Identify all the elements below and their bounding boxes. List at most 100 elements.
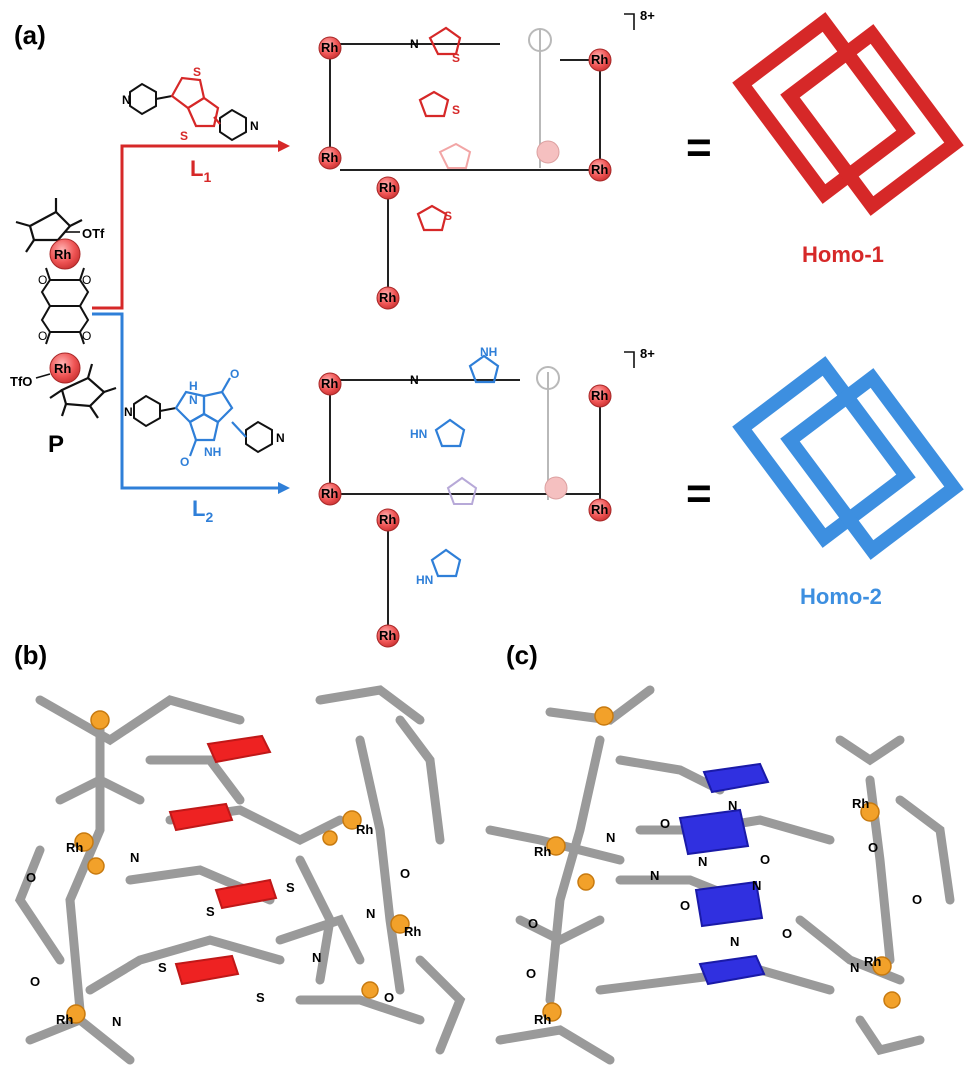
crystal-b-s-2: S bbox=[206, 904, 215, 919]
rh-atom-top bbox=[49, 238, 81, 270]
svg-text:Rh: Rh bbox=[379, 628, 396, 643]
svg-text:Rh: Rh bbox=[379, 180, 396, 195]
precursor-label: P bbox=[48, 431, 64, 458]
svg-text:Rh: Rh bbox=[591, 52, 608, 67]
homo1-s-label-2: S bbox=[452, 103, 460, 117]
l2-nh-bottom: NH bbox=[204, 445, 221, 459]
l1-sulfur-top: S bbox=[193, 65, 201, 79]
crystal-c-n-1: N bbox=[606, 830, 615, 845]
crystal-b-o-2: O bbox=[30, 974, 40, 989]
homo1-n-label: N bbox=[410, 37, 419, 51]
crystal-c-o-5: O bbox=[528, 916, 538, 931]
l1-pyridine-n-left: N bbox=[122, 93, 131, 107]
svg-text:Rh: Rh bbox=[379, 512, 396, 527]
crystal-b-o-3: O bbox=[400, 866, 410, 881]
crystal-b-rh-3: Rh bbox=[404, 924, 421, 939]
crystal-c-o-2: O bbox=[760, 852, 770, 867]
panel-a-label: (a) bbox=[14, 20, 46, 50]
l2-pyridine-n-right: N bbox=[276, 431, 285, 445]
product-homo2-structure: Rh Rh Rh Rh Rh Rh N NH HN HN 8+ bbox=[318, 345, 655, 648]
precursor-o-2: O bbox=[82, 273, 91, 287]
equals-bottom: = bbox=[686, 469, 712, 518]
crystal-c-n-5: N bbox=[752, 878, 761, 893]
ligand-L2-structure: N H N O O NH N L2 bbox=[124, 367, 285, 525]
crystal-c-o-3: O bbox=[680, 898, 690, 913]
precursor-o-3: O bbox=[38, 329, 47, 343]
homo1-label: Homo-1 bbox=[802, 242, 884, 267]
crystal-b-o-4: O bbox=[384, 990, 394, 1005]
homo1-charge: 8+ bbox=[640, 8, 655, 23]
reaction-arrow-L2 bbox=[92, 312, 290, 494]
otf-label: OTf bbox=[82, 226, 105, 241]
l1-sulfur-bottom: S bbox=[180, 129, 188, 143]
svg-text:Rh: Rh bbox=[591, 502, 608, 517]
crystal-b-rh-2: Rh bbox=[356, 822, 373, 837]
homo2-label: Homo-2 bbox=[800, 584, 882, 609]
svg-text:Rh: Rh bbox=[321, 486, 338, 501]
rh-label-top: Rh bbox=[54, 247, 71, 262]
l2-o-bottom: O bbox=[180, 455, 189, 469]
panel-b-label: (b) bbox=[14, 640, 47, 670]
crystal-c-rh-3: Rh bbox=[864, 954, 881, 969]
crystal-b-rh-1: Rh bbox=[66, 840, 83, 855]
reaction-arrow-L1 bbox=[92, 140, 290, 310]
crystal-structure-b: Rh Rh Rh Rh N N N N O O O O S S S S bbox=[14, 685, 466, 1065]
crystal-b-s-4: S bbox=[256, 990, 265, 1005]
crystal-c-rh-atoms bbox=[542, 706, 901, 1022]
crystal-c-rh-2: Rh bbox=[852, 796, 869, 811]
l2-nh-top-h: H bbox=[189, 379, 198, 393]
crystal-c-o-1: O bbox=[660, 816, 670, 831]
crystal-c-n-7: N bbox=[850, 960, 859, 975]
ligand-L1-label: L1 bbox=[190, 156, 211, 185]
crystal-b-highlight bbox=[168, 734, 278, 986]
svg-text:Rh: Rh bbox=[321, 376, 338, 391]
rh-label-bottom: Rh bbox=[54, 361, 71, 376]
svg-text:Rh: Rh bbox=[591, 162, 608, 177]
crystal-c-o-6: O bbox=[526, 966, 536, 981]
homo2-hn-label-2: HN bbox=[416, 573, 433, 587]
precursor-o-4: O bbox=[82, 329, 91, 343]
crystal-b-n-2: N bbox=[366, 906, 375, 921]
l2-o-top: O bbox=[230, 367, 239, 381]
crystal-b-s-3: S bbox=[158, 960, 167, 975]
l2-pyridine-n-left: N bbox=[124, 405, 133, 419]
tfo-label: TfO bbox=[10, 374, 32, 389]
homo2-schematic bbox=[732, 356, 964, 560]
precursor-bridge bbox=[40, 267, 90, 345]
svg-text:Rh: Rh bbox=[321, 150, 338, 165]
svg-text:Rh: Rh bbox=[321, 40, 338, 55]
homo2-nh-label: NH bbox=[480, 345, 497, 359]
homo1-s-label-3: S bbox=[444, 209, 452, 223]
homo2-charge: 8+ bbox=[640, 346, 655, 361]
svg-text:Rh: Rh bbox=[591, 388, 608, 403]
ligand-L2-label: L2 bbox=[192, 496, 213, 525]
crystal-c-rh-4: Rh bbox=[534, 1012, 551, 1027]
homo2-hn-label: HN bbox=[410, 427, 427, 441]
rh-atom-bottom bbox=[49, 352, 81, 384]
homo1-s-label-1: S bbox=[452, 51, 460, 65]
crystal-c-n-4: N bbox=[650, 868, 659, 883]
equals-top: = bbox=[686, 123, 712, 172]
l1-pyridine-n-right: N bbox=[250, 119, 259, 133]
crystal-c-o-8: O bbox=[912, 892, 922, 907]
homo2-n-label: N bbox=[410, 373, 419, 387]
crystal-b-rh-4: Rh bbox=[56, 1012, 73, 1027]
crystal-c-n-6: N bbox=[730, 934, 739, 949]
crystal-c-o-7: O bbox=[868, 840, 878, 855]
svg-text:Rh: Rh bbox=[379, 290, 396, 305]
panel-c-label: (c) bbox=[506, 640, 538, 670]
crystal-c-o-4: O bbox=[782, 926, 792, 941]
crystal-structure-c: Rh Rh Rh Rh N N N N N N N O O O O O O O … bbox=[485, 685, 955, 1065]
crystal-b-o-1: O bbox=[26, 870, 36, 885]
precursor-o-1: O bbox=[38, 273, 47, 287]
crystal-c-n-3: N bbox=[698, 854, 707, 869]
ligand-L1-structure: N S S N L1 bbox=[122, 65, 259, 185]
crystal-b-n-3: N bbox=[312, 950, 321, 965]
crystal-b-n-4: N bbox=[112, 1014, 121, 1029]
crystal-c-rh-1: Rh bbox=[534, 844, 551, 859]
crystal-b-rh-atoms bbox=[66, 710, 410, 1024]
product-homo1-structure: Rh Rh Rh Rh Rh Rh N S S S 8+ bbox=[318, 8, 655, 310]
crystal-c-n-2: N bbox=[728, 798, 737, 813]
crystal-b-n-1: N bbox=[130, 850, 139, 865]
